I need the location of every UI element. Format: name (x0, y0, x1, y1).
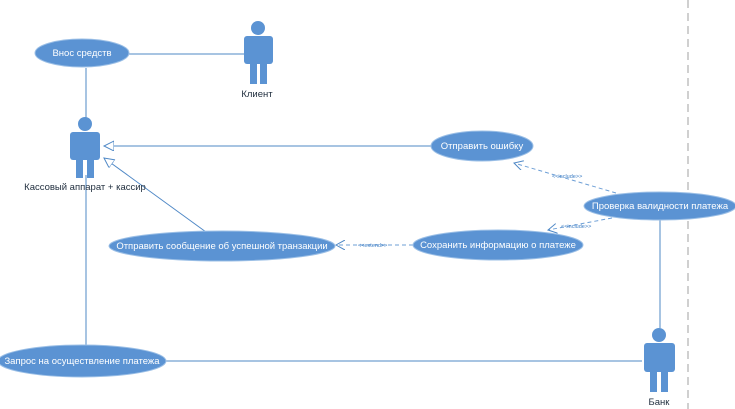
usecase-deposit-label: Внос средств (52, 48, 111, 59)
usecase-send-error[interactable]: Отправить ошибку (430, 130, 534, 162)
person-icon (644, 328, 675, 392)
usecase-payment-request-label: Запрос на осуществление платежа (4, 356, 160, 367)
actor-client-label: Клиент (241, 89, 273, 100)
include-label-2: <<include>> (561, 224, 591, 230)
usecase-send-success-label: Отправить сообщение об успешной транзакц… (116, 241, 327, 252)
include-check-to-error (514, 163, 617, 194)
include-check-to-save (548, 217, 613, 230)
actor-bank-label: Банк (649, 397, 671, 408)
person-icon (70, 117, 100, 178)
usecase-payment-request[interactable]: Запрос на осуществление платежа (0, 344, 167, 378)
usecase-send-error-label: Отправить ошибку (441, 141, 524, 152)
usecase-save-info-label: Сохранить информацию о платеже (420, 240, 576, 251)
usecase-deposit[interactable]: Внос средств (34, 38, 130, 68)
actor-bank[interactable]: Банк (644, 328, 675, 408)
include-label-1: <<include>> (552, 174, 582, 180)
actor-cashier-label: Кассовый аппарат + кассир (24, 182, 146, 193)
actor-cashier[interactable]: Кассовый аппарат + кассир (24, 117, 146, 193)
arrow-success-to-cashier (104, 158, 207, 233)
actor-client[interactable]: Клиент (241, 21, 273, 100)
extend-label: <<extend>> (358, 243, 387, 249)
person-icon (244, 21, 273, 84)
usecase-check-payment[interactable]: Проверка валидности платежа (583, 191, 735, 221)
usecase-save-info[interactable]: Сохранить информацию о платеже (412, 229, 584, 261)
usecase-check-payment-label: Проверка валидности платежа (592, 201, 729, 212)
usecase-send-success[interactable]: Отправить сообщение об успешной транзакц… (108, 230, 336, 262)
